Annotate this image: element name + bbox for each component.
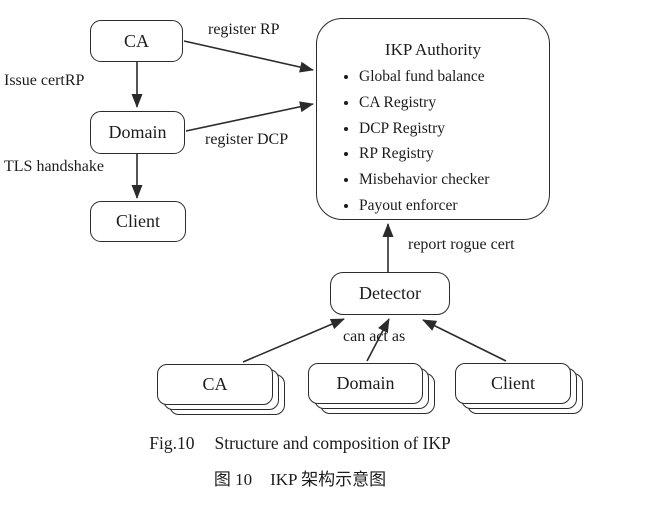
node-domain-label: Domain: [108, 122, 167, 142]
arrow-stackca-to-detector: [242, 318, 345, 363]
edge-label-report-rogue-cert: report rogue cert: [408, 236, 515, 253]
node-domain: Domain: [90, 111, 185, 154]
ikp-item-payout-enforcer: Payout enforcer: [359, 193, 549, 219]
caption-cn-title: IKP 架构示意图: [270, 470, 387, 489]
stack-client-front: Client: [455, 363, 571, 404]
ikp-authority-box: IKP Authority Global fund balance CA Reg…: [316, 18, 550, 220]
edge-label-tls-handshake: TLS handshake: [4, 158, 104, 175]
caption-cn-number: 图 10: [213, 470, 253, 489]
ikp-item-ca-registry: CA Registry: [359, 90, 549, 116]
edge-label-register-dcp: register DCP: [205, 131, 289, 148]
arrow-ca-to-ikp: [183, 40, 314, 73]
caption-fig-number: Fig.10: [149, 433, 195, 453]
ikp-item-dcp-registry: DCP Registry: [359, 116, 549, 142]
arrow-stackdomain-to-detector: [366, 318, 390, 362]
stack-domain-front: Domain: [308, 363, 423, 404]
node-client: Client: [90, 201, 186, 242]
stack-domain-label: Domain: [336, 373, 395, 393]
ikp-item-global-fund-balance: Global fund balance: [359, 64, 549, 90]
stack-client: Client: [455, 363, 583, 414]
caption-chinese: 图 10 IKP 架构示意图: [40, 465, 560, 490]
node-detector-label: Detector: [359, 283, 421, 303]
stack-ca-label: CA: [202, 374, 228, 394]
ikp-authority-title: IKP Authority: [384, 40, 482, 59]
ikp-item-misbehavior-checker: Misbehavior checker: [359, 167, 549, 193]
stack-ca-front: CA: [157, 364, 273, 405]
caption-fig-title: Structure and composition of IKP: [214, 433, 451, 453]
stack-domain: Domain: [308, 363, 435, 414]
node-ca: CA: [90, 20, 183, 62]
edge-label-register-rp: register RP: [208, 21, 280, 38]
stack-client-label: Client: [491, 373, 535, 393]
node-ca-label: CA: [123, 30, 149, 51]
ikp-authority-list: Global fund balance CA Registry DCP Regi…: [317, 64, 549, 219]
stack-ca: CA: [157, 364, 285, 415]
caption-english: Fig.10 Structure and composition of IKP: [40, 433, 560, 454]
ikp-item-rp-registry: RP Registry: [359, 141, 549, 167]
edge-label-can-act-as: can act as: [343, 328, 406, 345]
node-client-label: Client: [116, 211, 160, 231]
edge-label-issue-cert-rp: Issue certRP: [4, 72, 85, 89]
arrow-domain-to-ikp: [185, 101, 314, 132]
node-detector: Detector: [330, 272, 450, 315]
arrow-stackclient-to-detector: [422, 319, 507, 362]
